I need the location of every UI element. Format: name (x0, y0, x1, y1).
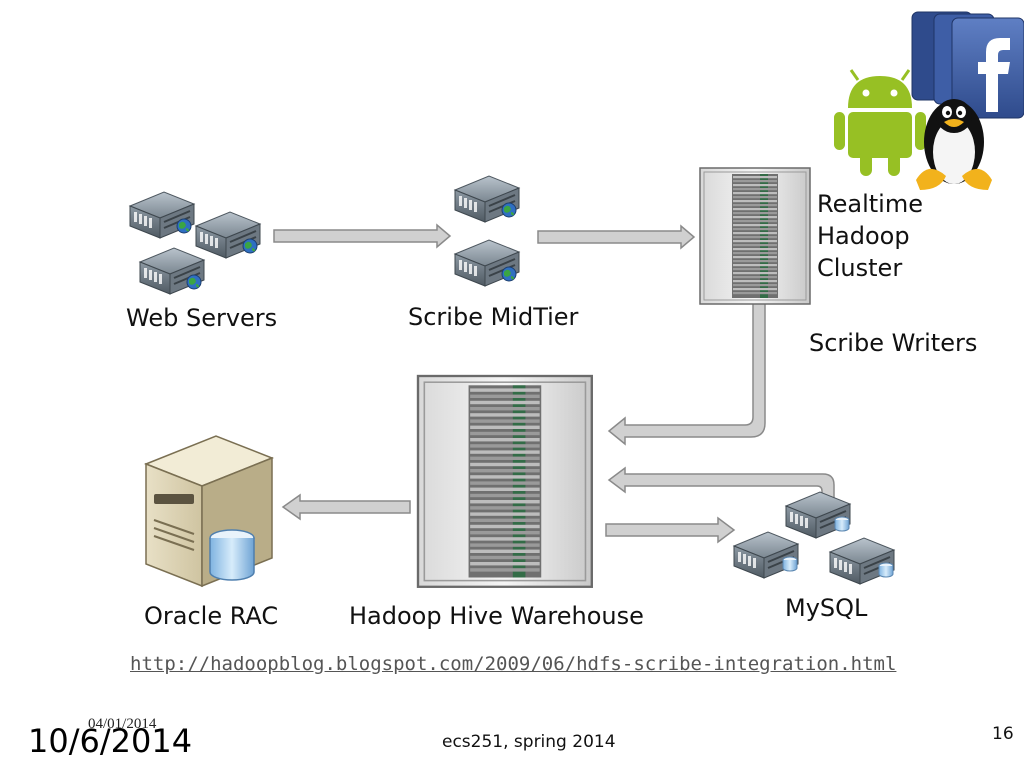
server-icon (139, 247, 205, 295)
oracle-rac-label: Oracle RAC (144, 602, 279, 630)
hive-warehouse-label: Hadoop Hive Warehouse (349, 602, 644, 630)
realtime-label-line3: Cluster (817, 254, 903, 282)
server-icon (129, 191, 195, 239)
scribe-writers-label: Scribe Writers (809, 329, 978, 357)
arrow-hive-to-mysql (605, 516, 736, 544)
reference-link[interactable]: http://hadoopblog.blogspot.com/2009/06/h… (130, 653, 897, 675)
web-servers-group (129, 191, 261, 295)
server-icon (454, 175, 520, 223)
server-icon (733, 531, 799, 579)
realtime-label-line2: Hadoop (817, 222, 910, 250)
rack-icon (699, 167, 811, 305)
footer-original-date: 04/01/2014 (88, 716, 157, 732)
server-icon (785, 491, 851, 539)
server-icon (454, 239, 520, 287)
linux-penguin-icon (916, 99, 992, 190)
server-icon (195, 211, 261, 259)
web-servers-label: Web Servers (126, 304, 278, 332)
database-server-icon (143, 435, 275, 588)
arrow-hive-to-oracle (281, 493, 411, 521)
android-icon (834, 69, 926, 176)
footer-course: ecs251, spring 2014 (442, 732, 616, 752)
arrow-realtime-to-hive (607, 302, 766, 446)
scribe-midtier-group (454, 175, 520, 287)
arrow-webservers-to-midtier (273, 223, 452, 249)
footer-date: 10/6/2014 (28, 722, 193, 760)
rack-icon (416, 374, 593, 588)
facebook-icon (911, 11, 1024, 119)
server-icon (829, 537, 895, 585)
realtime-label-line1: Realtime (817, 190, 923, 218)
arrow-midtier-to-realtime (537, 224, 696, 250)
mysql-group (733, 491, 895, 585)
realtime-hadoop-cluster-label: Realtime Hadoop Cluster (817, 188, 923, 284)
mysql-label: MySQL (785, 594, 868, 622)
scribe-midtier-label: Scribe MidTier (408, 303, 579, 331)
arrow-mysql-to-hive (607, 466, 835, 506)
page-number: 16 (992, 724, 1014, 744)
